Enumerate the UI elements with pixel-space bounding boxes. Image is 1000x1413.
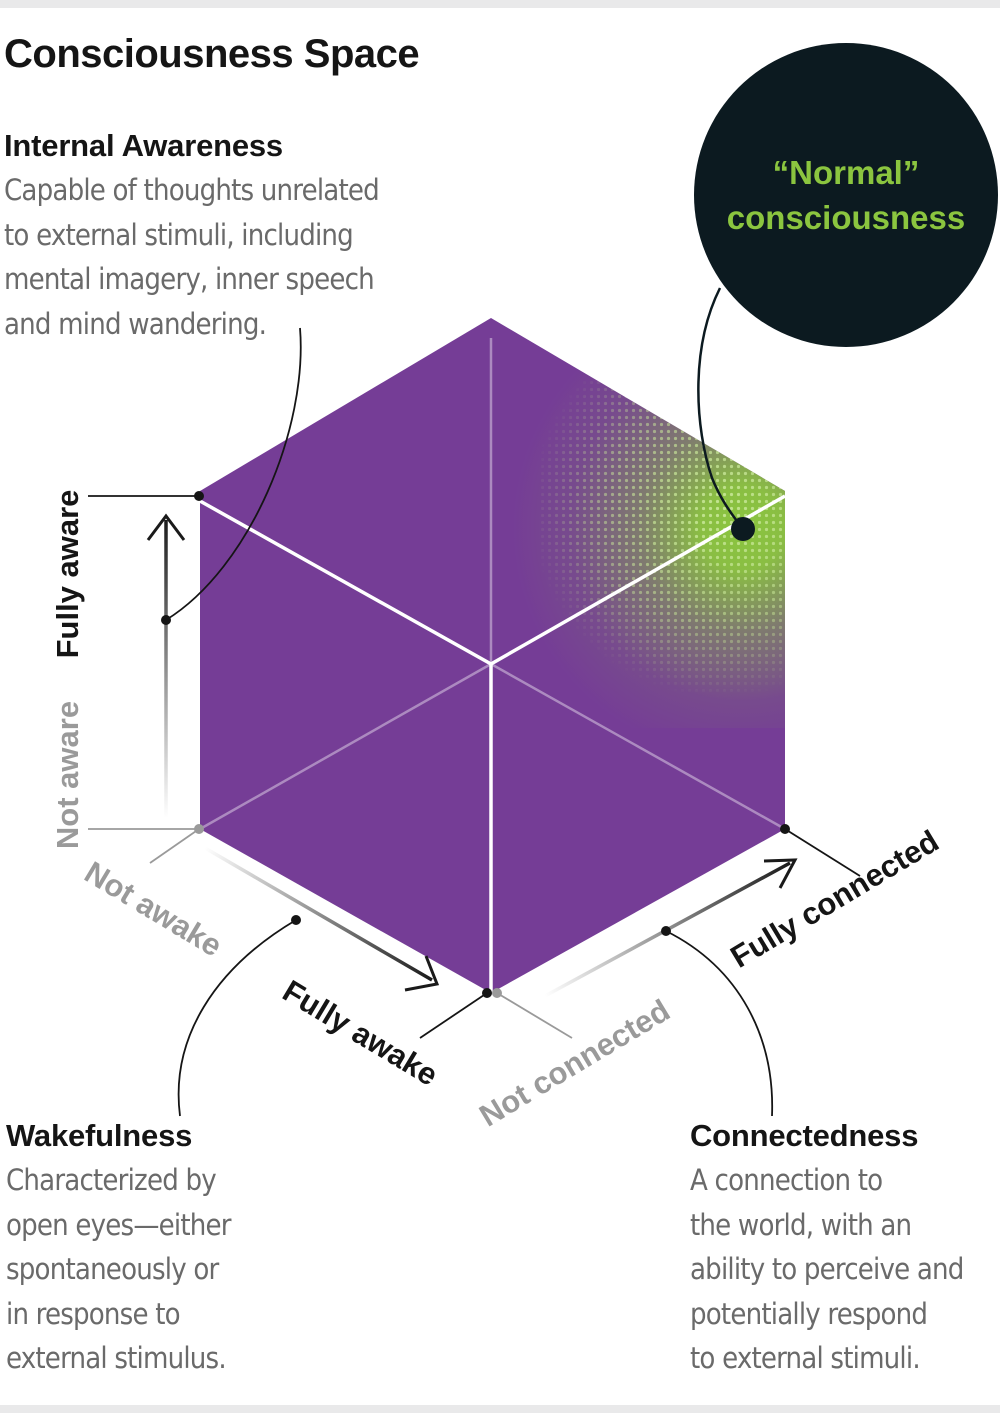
not-aware-label: Not aware [50, 701, 85, 849]
internal-awareness-line: Capable of thoughts unrelated [4, 173, 380, 207]
connectedness-heading: Connectedness [690, 1118, 919, 1153]
not-awake-tick [149, 828, 200, 864]
cube-back-edge [199, 662, 492, 831]
bubble-connector [697, 287, 744, 529]
figure-canvas: Consciousness Space Internal Awareness C… [0, 8, 1000, 1405]
wakefulness-description: Wakefulness Characterized by open eyes—e… [6, 1118, 232, 1381]
internal-awareness-line: and mind wandering. [4, 306, 267, 341]
internal-awareness-heading: Internal Awareness [4, 128, 283, 163]
consciousness-cube-diagram: “Normal” consciousness Fully aware Not a… [50, 43, 998, 1134]
internal-awareness-line: to external stimuli, including [4, 217, 354, 252]
normal-consciousness-glow [380, 318, 785, 728]
not-awake-label: Not awake [79, 855, 228, 964]
wakefulness-line: spontaneously or [6, 1252, 219, 1286]
connectedness-line: the world, with an [690, 1207, 912, 1242]
wakefulness-line: external stimulus. [6, 1341, 227, 1375]
internal-awareness-anchor-dot [161, 615, 171, 625]
fully-awake-label: Fully awake [277, 973, 444, 1093]
internal-awareness-line: mental imagery, inner speech [4, 262, 375, 296]
wakefulness-anchor-dot [291, 915, 301, 925]
not-connected-label: Not connected [473, 993, 676, 1134]
connectedness-line: to external stimuli. [690, 1341, 921, 1375]
wakefulness-axis-arrow [204, 846, 440, 992]
awareness-axis-arrow [146, 513, 186, 818]
internal-awareness-connector [165, 327, 302, 621]
connectedness-connector [665, 930, 774, 1117]
not-connected-tick [496, 992, 573, 1039]
fully-aware-label: Fully aware [50, 490, 85, 659]
connectedness-line: ability to perceive and [690, 1252, 964, 1286]
bubble-label-line2: consciousness [727, 199, 965, 236]
normal-consciousness-bubble [694, 43, 998, 347]
connectedness-line: A connection to [690, 1163, 883, 1197]
wakefulness-heading: Wakefulness [6, 1118, 193, 1153]
connectedness-line: potentially respond [690, 1296, 928, 1331]
normal-consciousness-point [731, 517, 755, 541]
fully-connected-tick [784, 828, 861, 877]
cube-back-edge [490, 662, 786, 831]
fully-connected-label: Fully connected [724, 823, 944, 975]
wakefulness-line: open eyes—either [6, 1207, 232, 1242]
bubble-label-line1: “Normal” [773, 154, 920, 191]
wakefulness-line: in response to [6, 1296, 181, 1331]
wakefulness-connector [177, 919, 297, 1117]
fully-awake-tick [419, 992, 488, 1039]
connectedness-description: Connectedness A connection to the world,… [690, 1118, 964, 1381]
page-title: Consciousness Space [4, 32, 420, 76]
internal-awareness-description: Internal Awareness Capable of thoughts u… [4, 128, 380, 346]
connectedness-anchor-dot [661, 926, 671, 936]
wakefulness-line: Characterized by [6, 1163, 217, 1197]
